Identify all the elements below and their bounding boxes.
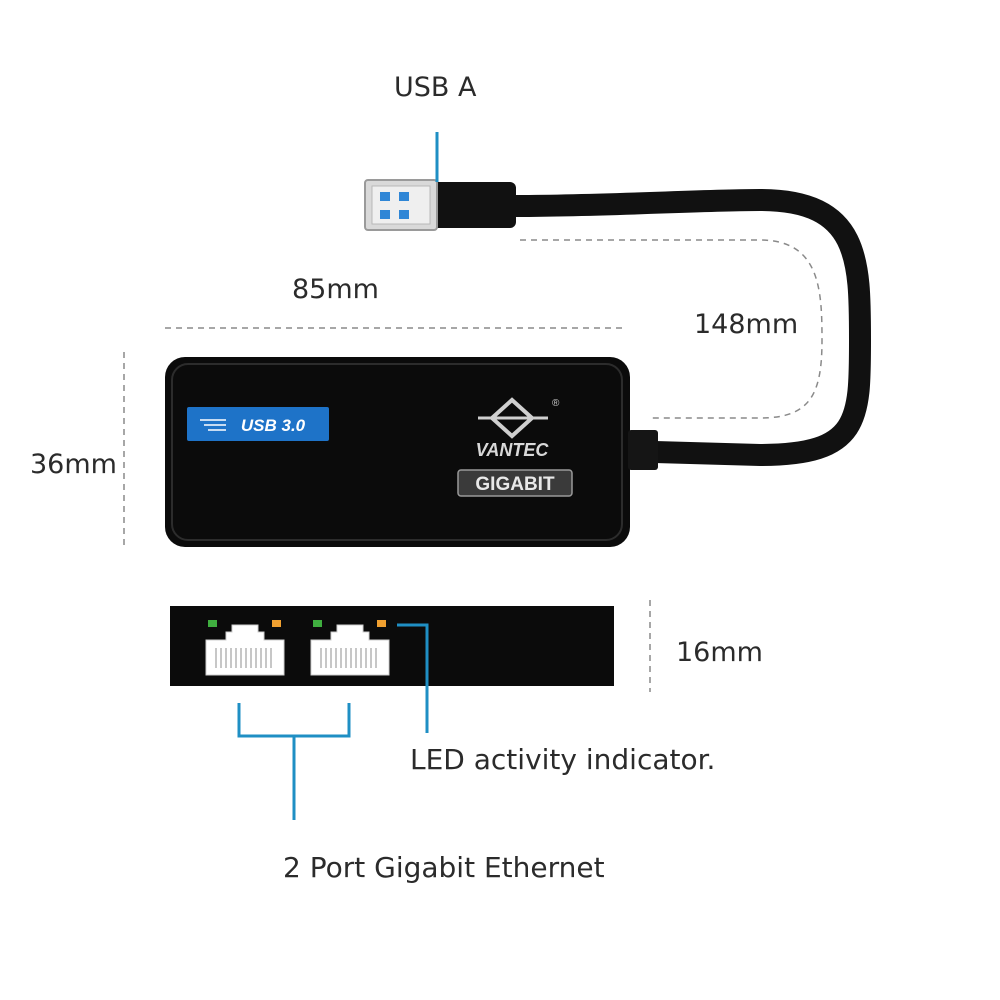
usb-a-label: USB A: [394, 72, 477, 103]
led-callout-line: [397, 623, 429, 733]
ports-bracket: [237, 703, 351, 820]
usb-cable: [499, 188, 872, 467]
vantec-wordmark: VANTEC: [476, 440, 550, 460]
cable-148mm-label: 148mm: [694, 309, 799, 340]
gigabit-badge-text: GIGABIT: [475, 474, 555, 495]
led-activity-label: LED activity indicator.: [410, 743, 716, 776]
gigabit-badge: GIGABIT: [457, 469, 573, 497]
usb-a-plug: [364, 179, 516, 231]
vantec-registered-mark: ®: [552, 398, 560, 409]
usb-3-badge: USB 3.0: [187, 407, 329, 441]
led-green-2: [313, 620, 322, 627]
cable-length-dimension-line: [520, 239, 823, 419]
ports-label: 2 Port Gigabit Ethernet: [283, 851, 605, 884]
usb-badge-text: USB 3.0: [241, 416, 306, 435]
vantec-logo: ® VANTEC: [476, 397, 560, 460]
adapter-body: [165, 357, 658, 547]
depth-16mm-label: 16mm: [676, 637, 763, 668]
height-36mm-label: 36mm: [30, 449, 117, 480]
ethernet-port-1: [205, 620, 285, 676]
ethernet-port-2: [310, 620, 390, 676]
led-green-1: [208, 620, 217, 627]
led-orange-1: [272, 620, 281, 627]
led-orange-2: [377, 620, 386, 627]
width-85mm-label: 85mm: [292, 274, 379, 305]
